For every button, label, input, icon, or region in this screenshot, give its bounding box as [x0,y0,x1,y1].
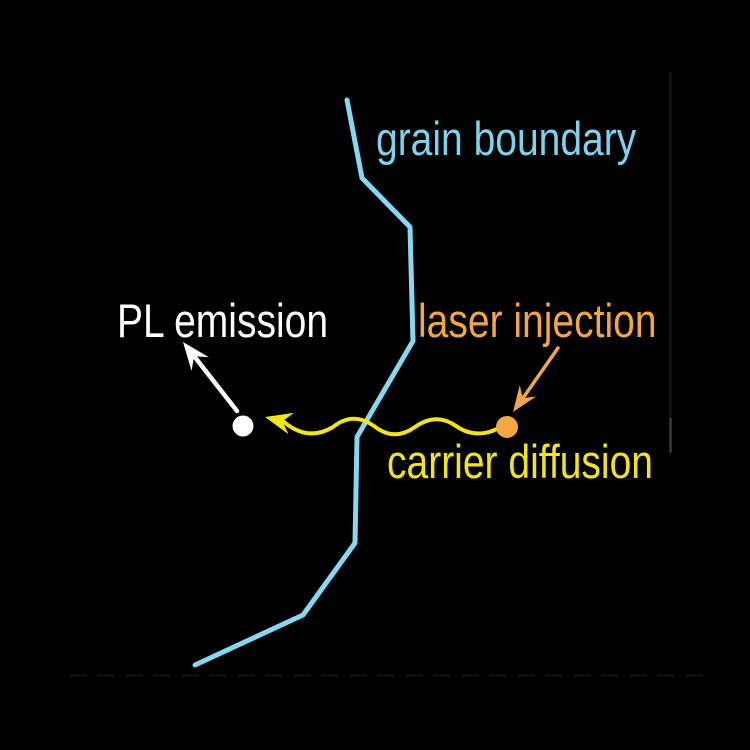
grain-boundary-line [192,97,416,668]
grain-boundary-label: grain boundary [376,112,637,165]
laser-injection-arrowhead-icon [513,384,537,412]
laser-injection-arrow-shaft [521,346,560,400]
carrier-diffusion-label: carrier diffusion [387,435,653,488]
carrier-diffusion-wave [282,416,501,437]
pl-emission-point [232,415,254,437]
carrier-diffusion-arrowhead-icon [265,412,294,435]
laser-injection-label: laser injection [418,294,657,347]
pl-emission-arrow-shaft [191,353,240,414]
laser-injection-point [496,416,518,438]
pl-emission-arrowhead-icon [183,342,209,371]
pl-emission-label: PL emission [117,294,329,347]
